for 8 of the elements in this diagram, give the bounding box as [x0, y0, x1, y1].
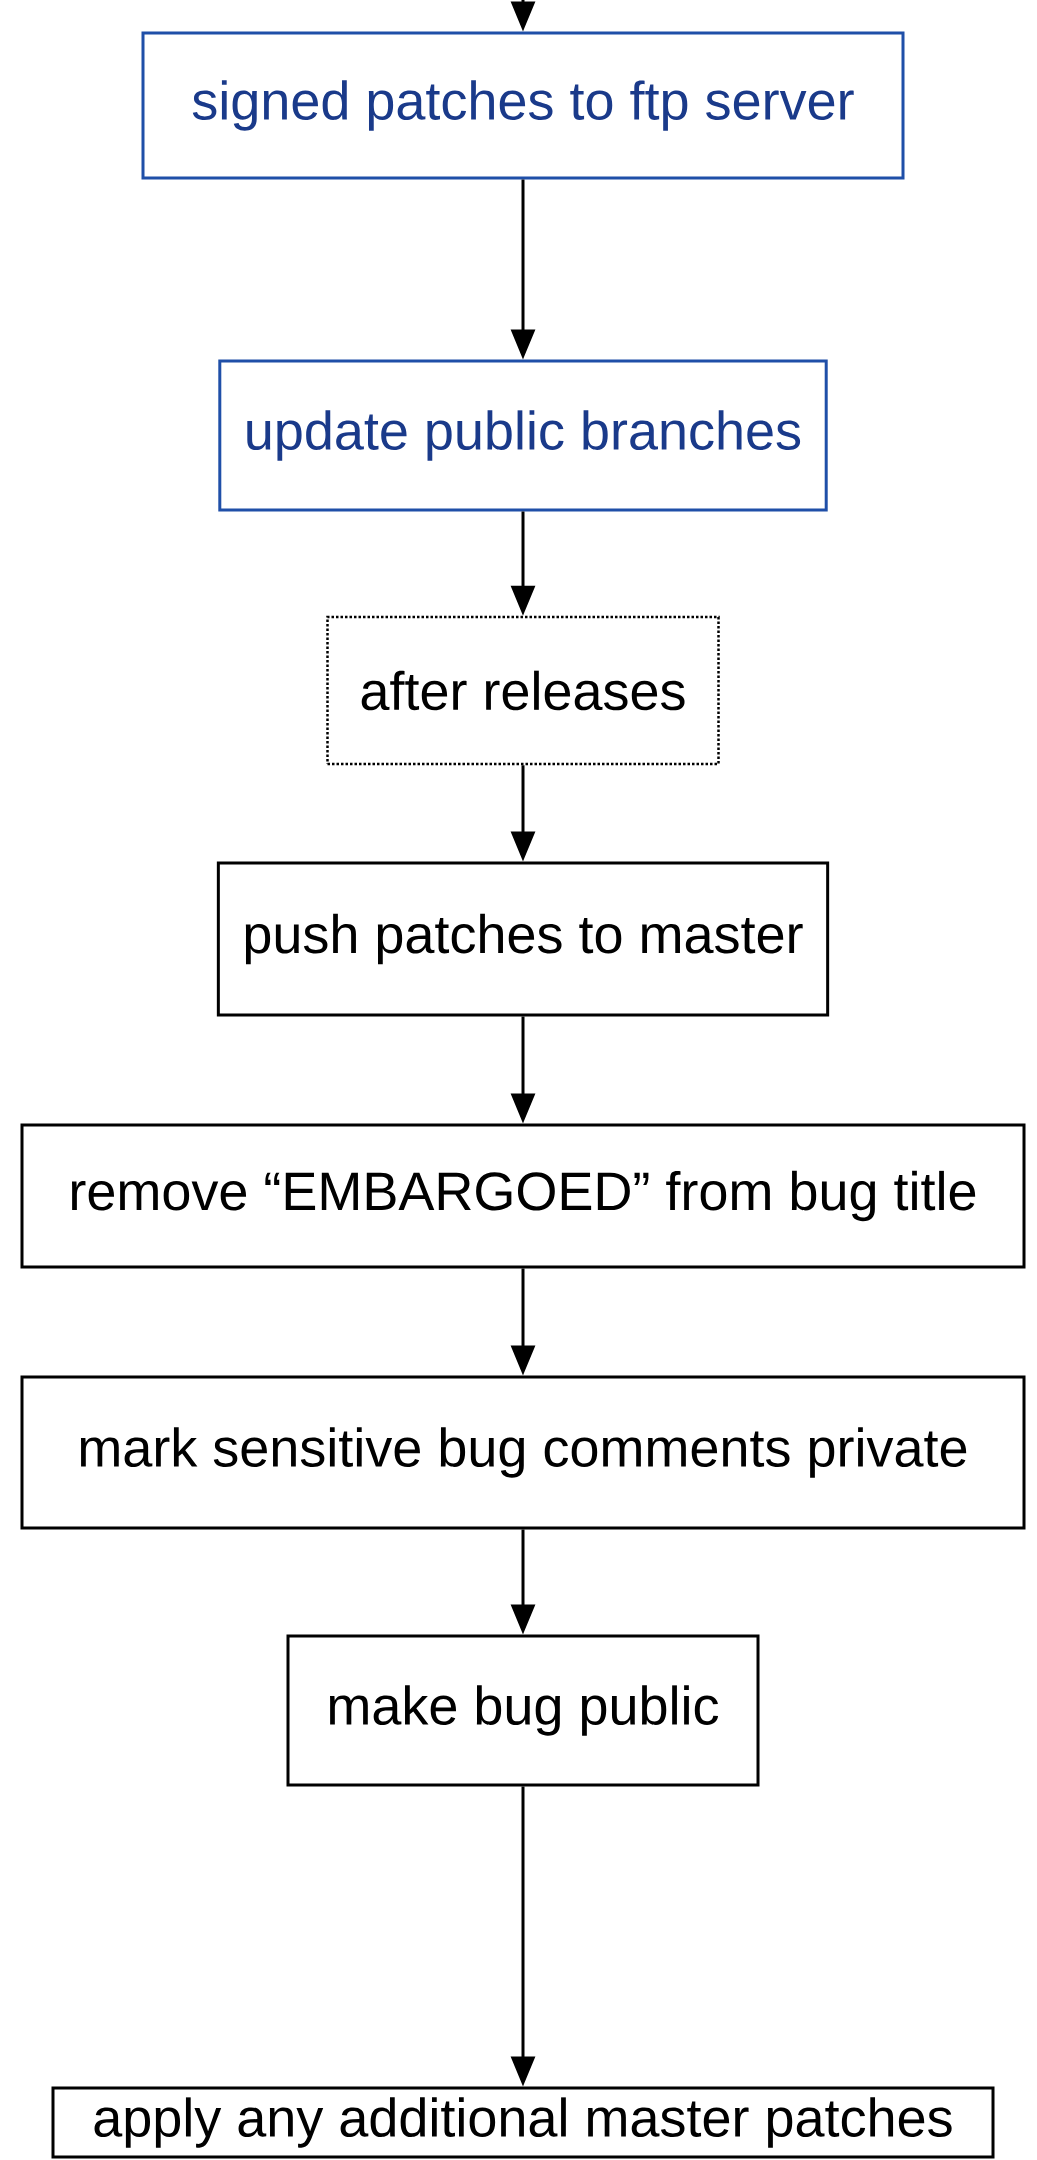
- process-box: push patches to master: [216, 861, 830, 1017]
- process-box: signed patches to ftp server: [141, 31, 905, 180]
- process-box: remove “EMBARGOED” from bug title: [20, 1123, 1026, 1269]
- dotted-box: after releases: [326, 615, 720, 766]
- process-box: make bug public: [286, 1634, 760, 1787]
- process-box: mark sensitive bug comments private: [20, 1375, 1026, 1530]
- process-box: update public branches: [218, 359, 828, 512]
- process-box: apply any additional master patches: [51, 2086, 995, 2159]
